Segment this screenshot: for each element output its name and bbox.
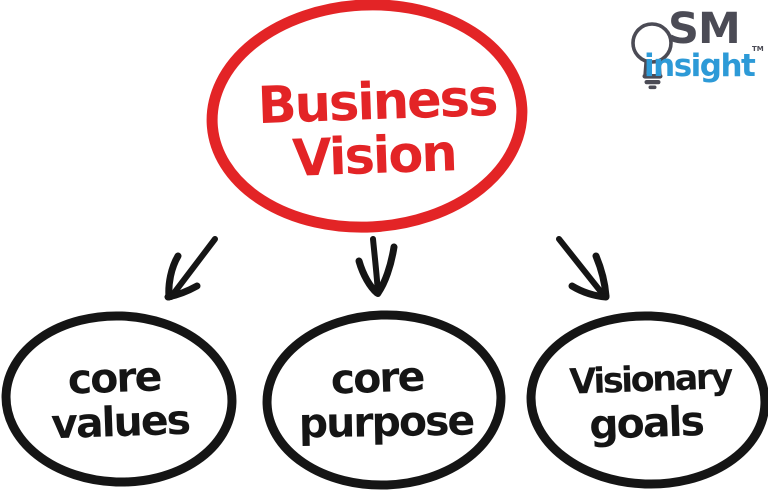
arrow-barb xyxy=(164,282,201,301)
arrow-to-visionary-goals-icon xyxy=(556,236,610,301)
logo-trademark-text: TM xyxy=(752,45,764,53)
business-vision-label-line2: Vision xyxy=(291,124,456,189)
core-values-label-line2: values xyxy=(50,396,190,449)
arrow-shaft xyxy=(168,236,218,300)
arrow-barb xyxy=(374,243,398,297)
arrow-shaft xyxy=(556,236,608,300)
node-core-values: core values xyxy=(1,311,237,487)
core-purpose-ellipse xyxy=(262,310,506,490)
lightbulb-icon xyxy=(631,22,673,90)
node-business-vision: Business Vision xyxy=(206,0,528,233)
sm-insight-logo: SM insight TM xyxy=(631,4,764,90)
lightbulb-base xyxy=(642,74,663,90)
core-purpose-label-line2: purpose xyxy=(298,396,473,447)
arrow-to-core-purpose-icon xyxy=(355,236,398,297)
arrow-to-core-values-icon xyxy=(164,236,218,301)
core-purpose-label-line1: core xyxy=(330,352,424,403)
arrow-barb xyxy=(568,282,610,301)
visionary-goals-label-line1: Visionary xyxy=(569,357,734,403)
business-vision-label-line1: Business xyxy=(257,69,498,136)
visionary-goals-ellipse xyxy=(526,311,768,489)
logo-insight-text: insight xyxy=(644,48,756,84)
business-vision-ellipse xyxy=(206,0,528,233)
arrow-barb xyxy=(592,252,610,300)
lightbulb-glass xyxy=(631,22,673,64)
visionary-goals-label-line2: goals xyxy=(588,397,704,449)
node-visionary-goals: Visionary goals xyxy=(526,311,768,489)
lightbulb-neck xyxy=(643,59,662,76)
core-values-ellipse xyxy=(1,311,237,487)
node-core-purpose: core purpose xyxy=(262,310,506,490)
logo-sm-text: SM xyxy=(668,4,740,54)
core-values-label-line1: core xyxy=(67,352,161,403)
